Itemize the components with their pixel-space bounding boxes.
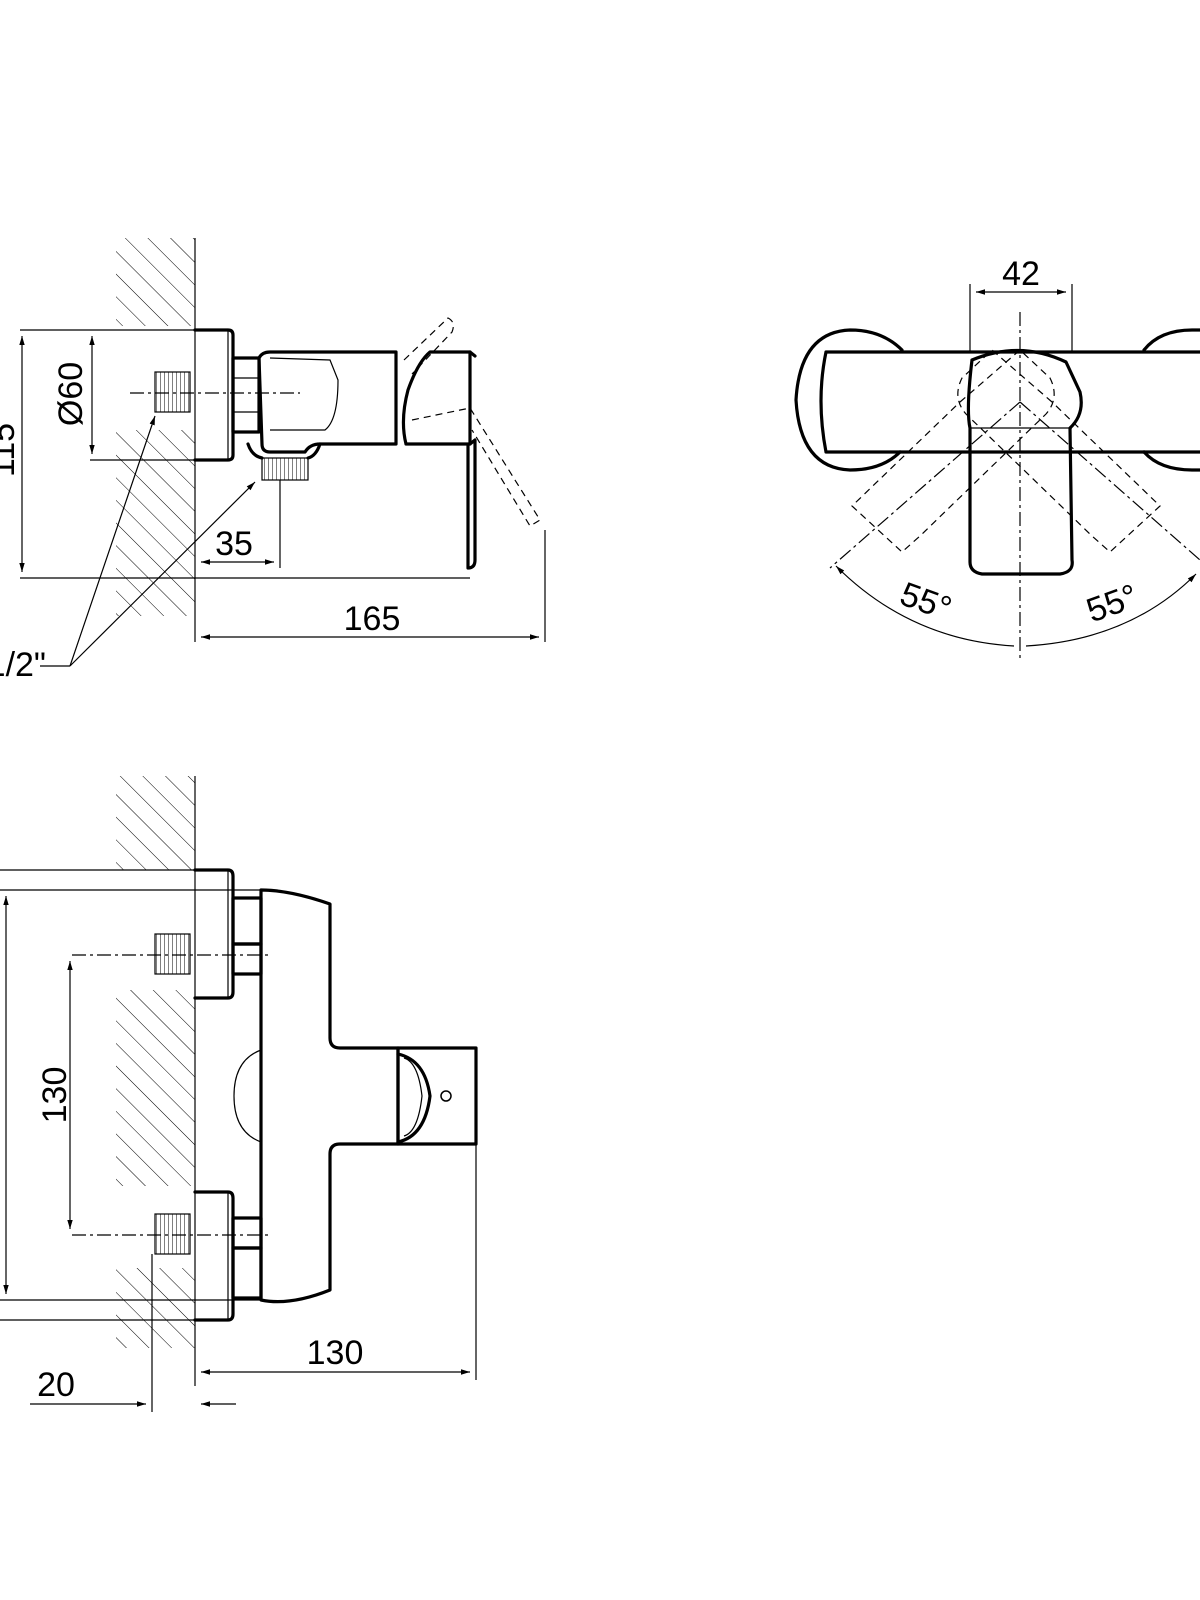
handle xyxy=(966,348,1083,576)
wall-hatch xyxy=(116,1268,195,1348)
front-view: 130 130 20 xyxy=(0,776,478,1412)
right-escutcheon xyxy=(1142,328,1200,472)
dim-width: 42 xyxy=(1002,255,1040,293)
wall-hatch xyxy=(116,430,195,616)
thread-pipe xyxy=(154,371,191,413)
nut xyxy=(231,356,261,434)
escutcheon xyxy=(193,328,235,462)
left-escutcheon xyxy=(794,328,904,472)
dim-offset: 35 xyxy=(215,525,253,563)
dim-angle-left: 55° xyxy=(895,575,956,628)
dim-diameter: Ø60 xyxy=(52,362,90,426)
front-body xyxy=(259,888,400,1304)
outlet xyxy=(261,457,309,481)
wall-hatch xyxy=(116,238,195,326)
mixer-body xyxy=(257,350,398,454)
wall-hatch xyxy=(116,776,195,870)
dim-thread: 1/2" xyxy=(0,646,46,684)
body-bar xyxy=(819,350,1200,454)
dim-height: 115 xyxy=(0,423,22,477)
side-view: 115 Ø60 35 165 1/2" xyxy=(0,238,546,684)
dim-wall-gap: 20 xyxy=(37,1366,75,1404)
upper-escutcheon xyxy=(193,868,235,1000)
top-view: 42 55° 55° xyxy=(794,255,1200,660)
dim-angle-right: 55° xyxy=(1082,577,1143,630)
dim-depth: 165 xyxy=(344,600,401,638)
dim-front-depth: 130 xyxy=(307,1334,364,1372)
lever xyxy=(401,350,477,570)
lower-escutcheon xyxy=(193,1190,235,1322)
cartridge-screw xyxy=(440,1090,452,1102)
cartridge xyxy=(396,1046,478,1146)
wall-hatch xyxy=(116,990,195,1186)
dim-spacing: 130 xyxy=(36,1067,74,1124)
